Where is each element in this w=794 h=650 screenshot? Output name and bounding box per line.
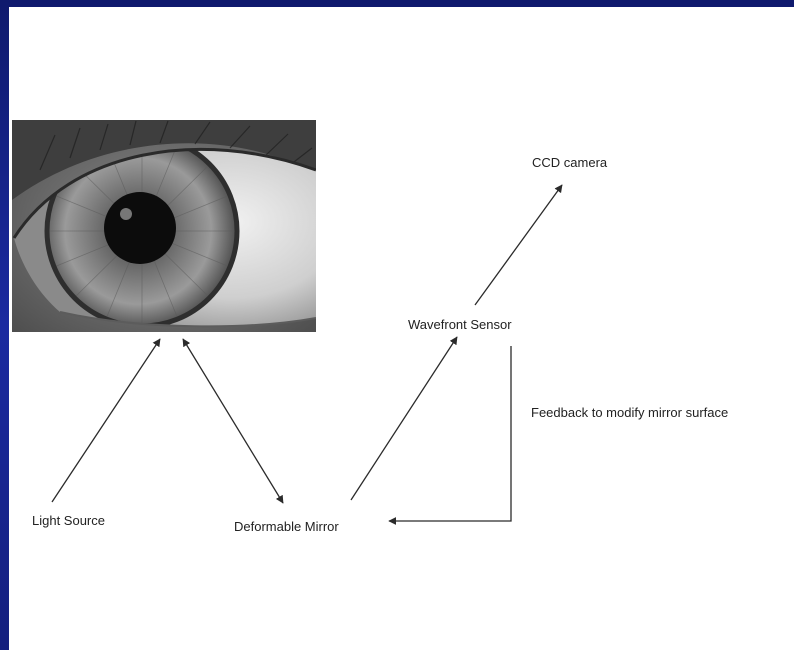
light-source-label: Light Source [32, 513, 105, 528]
wavefront-sensor-label: Wavefront Sensor [408, 317, 512, 332]
eye-photo [12, 120, 316, 332]
feedback-arrow [389, 346, 511, 521]
arrow-mirror-to-sensor [351, 337, 457, 500]
arrow-light-to-eye [52, 339, 160, 502]
feedback-label: Feedback to modify mirror surface [531, 405, 728, 420]
ccd-camera-label: CCD camera [532, 155, 608, 170]
deformable-mirror-label: Deformable Mirror [234, 519, 339, 534]
arrow-sensor-to-ccd [475, 185, 562, 305]
arrow-eye-mirror [183, 339, 283, 503]
